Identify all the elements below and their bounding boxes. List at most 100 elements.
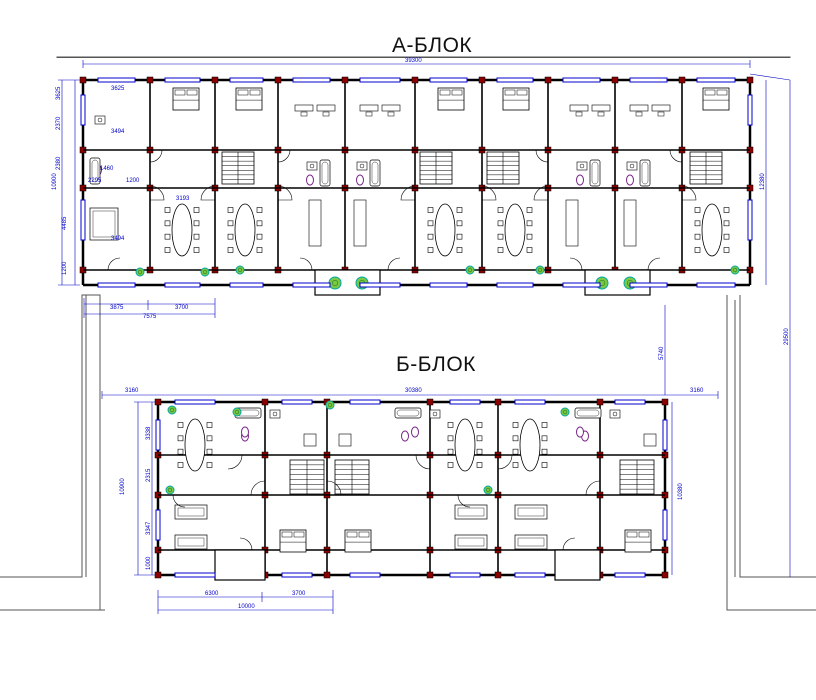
sofa-seat: [177, 507, 205, 517]
column: [274, 76, 282, 84]
site-outline: [0, 56, 816, 611]
chair: [694, 247, 701, 253]
plant: [328, 276, 342, 290]
sink-bowl: [309, 163, 315, 169]
plant: [165, 485, 175, 495]
sofa: [174, 534, 208, 550]
block-b-dim-left-1: 3338: [146, 426, 152, 440]
door-swing: [400, 185, 416, 201]
block-a-dim-inner-1: 3494: [111, 129, 125, 135]
sink-bowl: [629, 163, 635, 169]
column: [79, 76, 87, 84]
entry-recess: [554, 549, 601, 581]
block-a-dim-inner-4: 1200: [126, 178, 140, 184]
chair: [447, 435, 454, 442]
dining-table: [454, 418, 476, 472]
bathtub: [369, 159, 381, 187]
pillow: [716, 89, 728, 96]
block-a-dim-left-1: 3625: [56, 86, 62, 100]
pillow: [358, 531, 370, 538]
bathtub: [89, 157, 101, 185]
sofa: [514, 504, 548, 520]
sofa-seat: [457, 507, 485, 517]
pillow: [346, 531, 358, 538]
door-swing: [585, 480, 601, 496]
door-swing: [569, 257, 583, 271]
dining-table: [701, 203, 723, 257]
plant-core: [167, 487, 173, 493]
chair: [193, 247, 200, 253]
chair: [456, 220, 463, 227]
block-a-building: [79, 76, 754, 296]
chair: [164, 247, 171, 253]
window: [80, 94, 86, 126]
kitchen-table: [643, 433, 657, 447]
desk-chair: [575, 111, 583, 117]
column: [154, 571, 162, 579]
desk: [651, 104, 671, 112]
chair: [512, 462, 519, 468]
window: [747, 199, 753, 241]
block-b-dim-bottom-1: 6300: [205, 591, 219, 597]
plant-core: [732, 267, 738, 273]
sink: [609, 409, 621, 419]
pillow: [186, 89, 198, 96]
dining-table: [504, 203, 526, 257]
chair: [476, 448, 483, 455]
sofa-seat: [517, 537, 545, 547]
sink-bowl: [579, 163, 585, 169]
chair: [206, 448, 213, 455]
window: [349, 572, 381, 578]
column: [411, 76, 419, 84]
plant-core: [234, 409, 240, 415]
toilet: [576, 426, 584, 438]
door-swing: [415, 454, 431, 470]
plant-core: [562, 409, 568, 415]
plant: [135, 267, 145, 277]
bathtub-inner: [641, 161, 649, 185]
window: [429, 282, 468, 288]
chair: [206, 462, 213, 468]
desk-chair: [657, 111, 665, 117]
door-swing: [299, 257, 313, 271]
window: [281, 399, 313, 405]
window: [514, 572, 546, 578]
window: [229, 282, 264, 288]
block-b-dimension-lines: [134, 401, 673, 614]
door-swing: [200, 185, 216, 201]
plant-core: [202, 269, 208, 275]
window: [97, 77, 136, 83]
window: [229, 77, 264, 83]
chair: [497, 220, 504, 227]
dining-table: [234, 203, 256, 257]
pillow: [504, 89, 516, 96]
door-swing: [149, 185, 165, 201]
kitchen-table: [303, 433, 317, 447]
chair: [497, 247, 504, 253]
plant-core: [327, 402, 333, 408]
bathtub-inner: [576, 409, 600, 417]
chair: [456, 233, 463, 240]
chair: [193, 220, 200, 227]
block-a-dimension-labels: 39300 12380 29500 3625 2370 2380 10900 4…: [52, 58, 790, 360]
wardrobe: [623, 199, 637, 247]
chair: [227, 247, 234, 253]
dining-table: [434, 203, 456, 257]
plant: [560, 407, 570, 417]
column: [426, 398, 434, 406]
door-swing: [227, 454, 243, 470]
sofa-seat: [92, 210, 116, 238]
plant: [535, 265, 545, 275]
sink: [306, 161, 318, 171]
toilet: [411, 426, 419, 438]
block-a-dimension-lines: [58, 60, 791, 577]
column: [341, 76, 349, 84]
window: [349, 399, 381, 405]
chair: [541, 422, 548, 428]
chair: [512, 448, 519, 455]
chair: [497, 233, 504, 240]
plant: [235, 265, 245, 275]
desk: [569, 104, 589, 112]
sink-bowl: [432, 411, 438, 417]
door-swing: [387, 257, 401, 271]
